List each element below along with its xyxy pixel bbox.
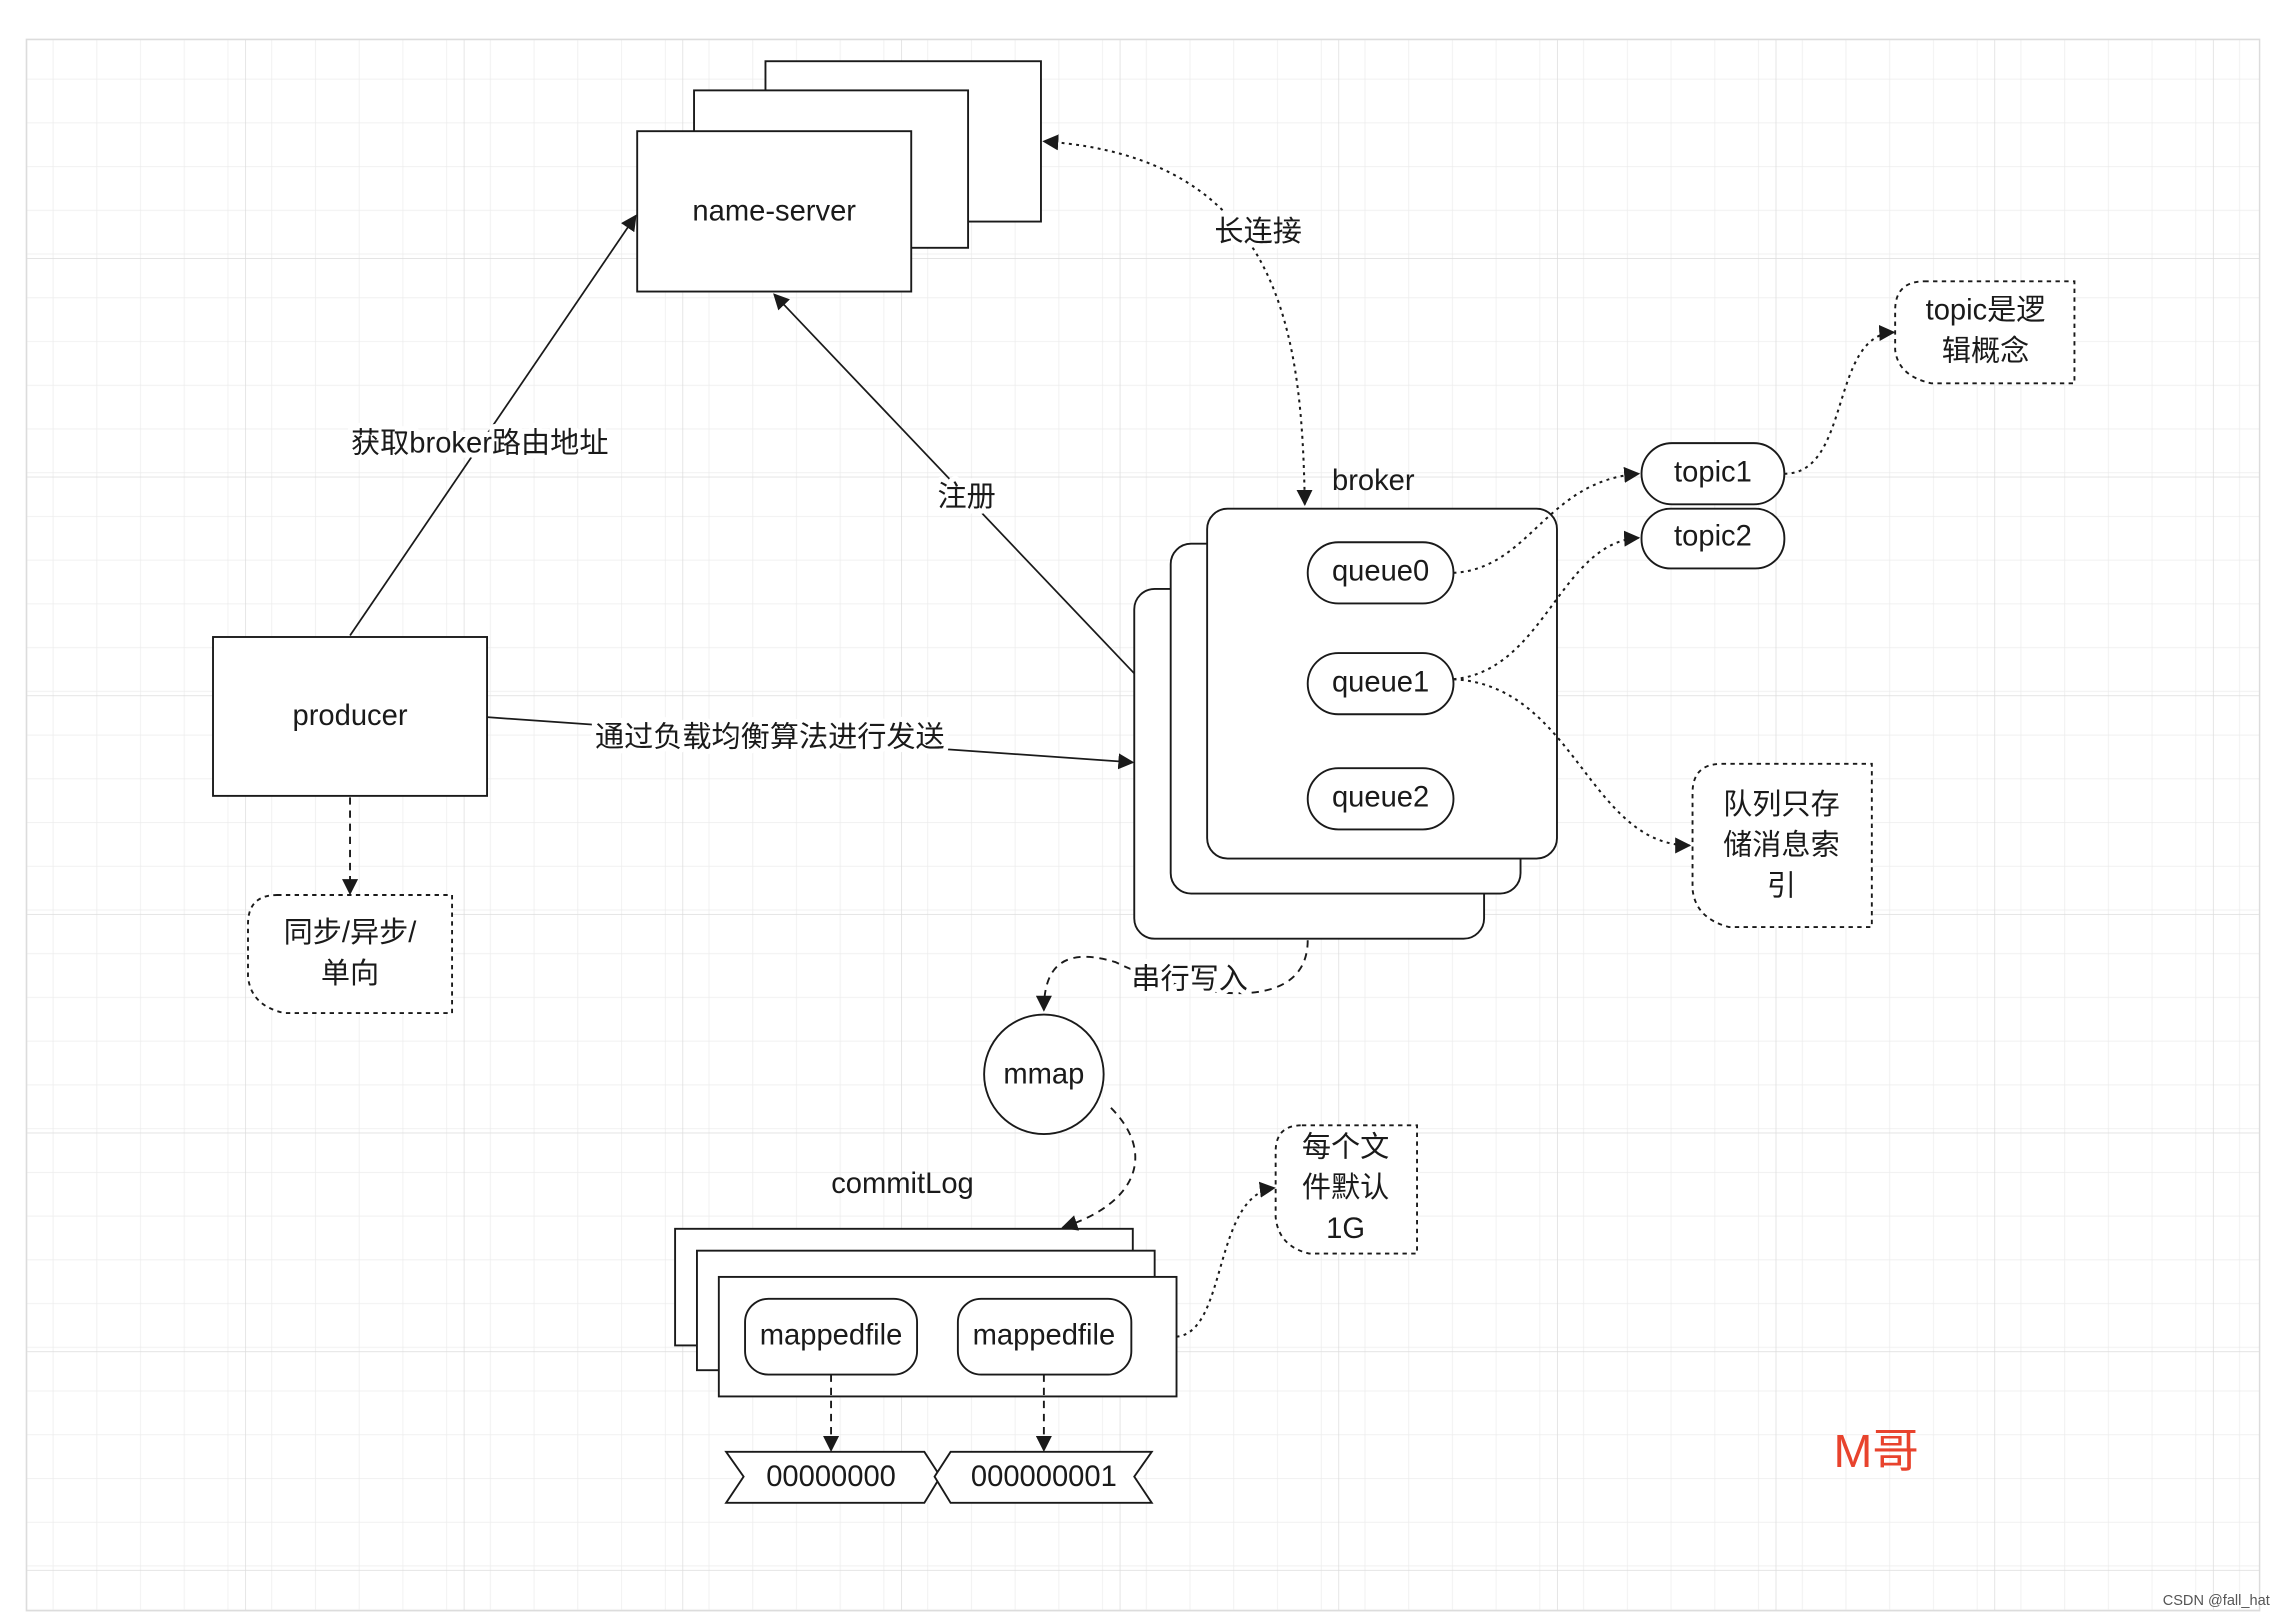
note-send-modes: 同步/异步/ 单向 bbox=[247, 894, 454, 1015]
mmap-label: mmap bbox=[1003, 1058, 1084, 1090]
note-topic-line1: topic是逻 bbox=[1926, 295, 2046, 327]
producer-box bbox=[212, 636, 489, 797]
edge-queue1-note bbox=[1453, 678, 1692, 854]
file-tapes: 00000000 000000001 bbox=[724, 1450, 1154, 1504]
note-queue-line2: 储消息索 bbox=[1723, 829, 1840, 862]
edge-send-label: 通过负载均衡算法进行发送 bbox=[595, 721, 945, 754]
note-file-line1: 每个文 bbox=[1302, 1130, 1389, 1163]
edge-serial-write-label: 串行写入 bbox=[1131, 963, 1248, 996]
file-tape-2-label: 000000001 bbox=[971, 1461, 1117, 1493]
file-tape-1 bbox=[724, 1450, 942, 1504]
csdn-watermark: CSDN @fall_hat bbox=[2163, 1593, 2270, 1609]
note-topic-shape bbox=[1894, 280, 2076, 385]
queue0-label: queue0 bbox=[1332, 556, 1429, 588]
file-tape-2 bbox=[933, 1450, 1154, 1504]
broker-label: broker bbox=[1332, 465, 1415, 497]
name-server-box bbox=[636, 130, 913, 293]
producer-node: producer bbox=[212, 636, 489, 797]
edge-register bbox=[773, 293, 1135, 675]
note-topic-line2: 辑概念 bbox=[1942, 334, 2029, 367]
queue2-pill bbox=[1306, 767, 1455, 831]
commitlog-stack: commitLog mappedfile mappedfile bbox=[674, 1168, 1178, 1398]
topic1-label: topic1 bbox=[1674, 456, 1752, 488]
queue2-label: queue2 bbox=[1332, 781, 1429, 813]
note-queue-shape bbox=[1691, 762, 1873, 929]
mappedfile-1-label: mappedfile bbox=[760, 1319, 903, 1351]
queue1-pill bbox=[1306, 652, 1455, 716]
edge-topic1-note bbox=[1784, 325, 1896, 475]
commitlog-label: commitLog bbox=[831, 1168, 974, 1200]
connectors bbox=[342, 134, 1896, 1452]
name-server-stack: name-server bbox=[636, 60, 1042, 293]
producer-label: producer bbox=[293, 700, 408, 732]
note-file-line2: 件默认 bbox=[1302, 1171, 1389, 1204]
file-tape-1-label: 00000000 bbox=[766, 1461, 896, 1493]
note-file: 每个文 件默认 1G bbox=[1274, 1124, 1418, 1255]
edge-long-connection-label: 长连接 bbox=[1214, 215, 1301, 248]
edge-register-label: 注册 bbox=[937, 480, 995, 513]
edge-send bbox=[486, 716, 1135, 770]
edge-queue1-topic2 bbox=[1453, 530, 1641, 681]
note-send-modes-line1: 同步/异步/ bbox=[284, 916, 418, 949]
note-queue: 队列只存 储消息索 引 bbox=[1691, 762, 1873, 929]
edge-get-route bbox=[349, 214, 637, 637]
edge-queue0-topic1 bbox=[1453, 466, 1641, 574]
edge-labels: 获取broker路由地址 注册 长连接 通过负载均衡算法进行发送 串行写入 bbox=[346, 210, 1307, 1001]
name-server-label: name-server bbox=[692, 196, 856, 228]
note-queue-line3: 引 bbox=[1767, 870, 1796, 902]
topics: topic1 topic2 bbox=[1640, 442, 1786, 570]
topic2-label: topic2 bbox=[1674, 521, 1752, 553]
mappedfile-2-label: mappedfile bbox=[973, 1319, 1116, 1351]
broker-stack: broker queue0 queue1 queue2 bbox=[1133, 465, 1558, 940]
mmap-circle bbox=[983, 1013, 1105, 1136]
queue1-label: queue1 bbox=[1332, 666, 1429, 698]
note-send-modes-shape bbox=[247, 894, 454, 1015]
note-topic: topic是逻 辑概念 bbox=[1894, 280, 2076, 385]
note-file-shape bbox=[1274, 1124, 1418, 1255]
author-watermark: M哥 bbox=[1833, 1425, 1918, 1477]
topic2-pill bbox=[1640, 507, 1786, 570]
note-queue-line1: 队列只存 bbox=[1723, 788, 1840, 821]
note-file-line3: 1G bbox=[1326, 1213, 1365, 1245]
edge-mmap-commitlog bbox=[1061, 1107, 1137, 1231]
mmap-node: mmap bbox=[983, 1013, 1105, 1136]
note-send-modes-line2: 单向 bbox=[321, 957, 379, 990]
edge-get-route-label: 获取broker路由地址 bbox=[351, 426, 608, 459]
